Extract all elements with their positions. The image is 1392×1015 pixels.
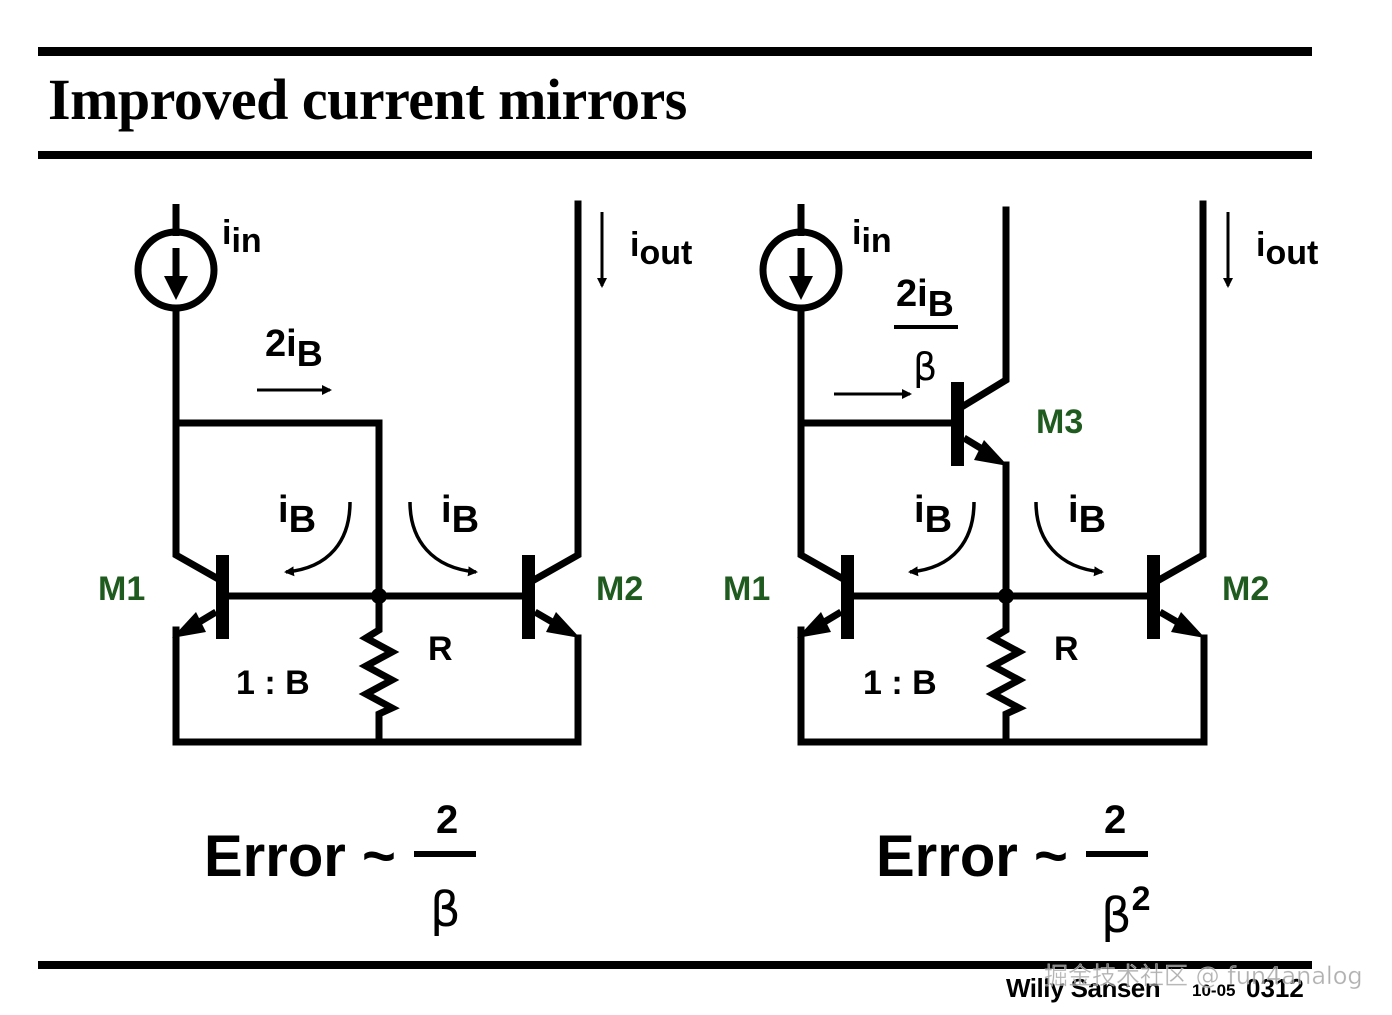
wires — [172, 200, 582, 746]
base-current-label-right: iB — [1068, 489, 1106, 541]
m2-label: M2 — [1222, 570, 1269, 608]
ratio-label: 1 : B — [863, 664, 937, 702]
resistor-label: R — [1054, 630, 1079, 668]
fraction-bar — [414, 851, 476, 857]
base-current-label-right: iB — [441, 489, 479, 541]
footer-author: Willy Sansen — [1006, 973, 1161, 1003]
error-denominator: β2 — [1101, 880, 1151, 944]
right-circuit: iin M3 — [723, 200, 1318, 944]
title-bottom-rule — [38, 151, 1312, 159]
m3-label: M3 — [1036, 403, 1083, 441]
footer-rule — [38, 961, 1312, 969]
transistor-m1-icon — [797, 555, 854, 639]
m2-label: M2 — [596, 570, 643, 608]
iin-label: iin — [852, 214, 892, 260]
m1-label: M1 — [98, 570, 145, 608]
error-numerator: 2 — [436, 798, 458, 842]
iin-label: iin — [222, 214, 262, 260]
error-formula-prefix: Error ~ — [204, 824, 396, 889]
iout-label: iout — [1256, 226, 1318, 272]
left-circuit: iin M1 M2 — [98, 200, 692, 938]
iout-label: iout — [630, 226, 692, 272]
error-formula-prefix: Error ~ — [876, 824, 1068, 889]
curved-arrow-icon — [1034, 501, 1104, 577]
base-current-label-left: iB — [914, 489, 952, 541]
branch-current-label: 2iB — [896, 273, 954, 324]
slide-title: Improved current mirrors — [48, 67, 687, 132]
error-denominator: β — [430, 882, 461, 938]
footer-slide-number: 0312 — [1246, 973, 1304, 1003]
current-source-icon — [759, 204, 843, 312]
transistor-m2-icon — [522, 555, 580, 639]
title-top-rule — [38, 47, 1312, 56]
resistor-label: R — [428, 630, 453, 668]
footer-date-code: 10-05 — [1192, 981, 1236, 1000]
branch-current-label: 2iB — [265, 323, 323, 374]
error-numerator: 2 — [1104, 798, 1126, 842]
transistor-m2-icon — [1147, 555, 1205, 639]
junction-node — [998, 588, 1014, 604]
curved-arrow-icon — [408, 501, 478, 577]
wires — [797, 200, 1208, 746]
junction-node — [371, 588, 387, 604]
fraction-bar — [1086, 851, 1148, 857]
branch-current-denominator: β — [913, 345, 937, 389]
watermark: 掘金技术社区 @ fun4analog — [1044, 962, 1363, 991]
transistor-m1-icon — [172, 555, 229, 639]
ratio-label: 1 : B — [236, 664, 310, 702]
current-source-icon — [134, 204, 218, 312]
curved-arrow-icon — [284, 501, 352, 577]
fraction-bar — [894, 325, 958, 329]
transistor-m3-icon — [951, 382, 1008, 466]
base-current-label-left: iB — [278, 489, 316, 541]
m1-label: M1 — [723, 570, 770, 608]
curved-arrow-icon — [908, 501, 976, 577]
